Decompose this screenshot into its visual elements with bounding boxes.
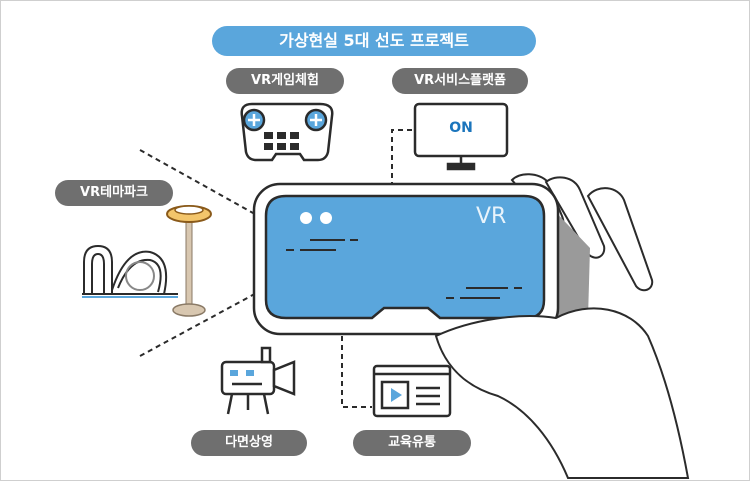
label-vr-theme-park: VR테마파크 xyxy=(55,180,173,206)
label-multi-screen: 다면상영 xyxy=(191,430,307,456)
eye-dot-left xyxy=(300,212,312,224)
label-edu-distribution: 교육유통 xyxy=(353,430,471,456)
drop-tower-icon xyxy=(166,205,212,317)
headset-vr-text: VR xyxy=(476,204,507,229)
vr-headset xyxy=(252,182,560,336)
projector-camera-icon xyxy=(220,346,296,415)
gamepad-icon xyxy=(240,102,334,162)
roller-coaster-icon xyxy=(82,244,178,298)
video-page-icon xyxy=(372,364,452,418)
monitor-on-text: ON xyxy=(449,120,473,136)
screen-lines xyxy=(286,239,522,299)
connector-edu xyxy=(341,318,372,408)
label-vr-platform: VR서비스플랫폼 xyxy=(392,68,528,94)
label-vr-game: VR게임체험 xyxy=(226,68,344,94)
connector-lines xyxy=(139,129,415,408)
monitor-icon xyxy=(413,102,509,171)
hand-front-icon xyxy=(434,307,690,479)
connector-platform xyxy=(391,129,415,205)
eye-dot-right xyxy=(320,212,332,224)
page-title: 가상현실 5대 선도 프로젝트 xyxy=(212,26,536,56)
connector-theme-park-bottom xyxy=(139,289,263,357)
